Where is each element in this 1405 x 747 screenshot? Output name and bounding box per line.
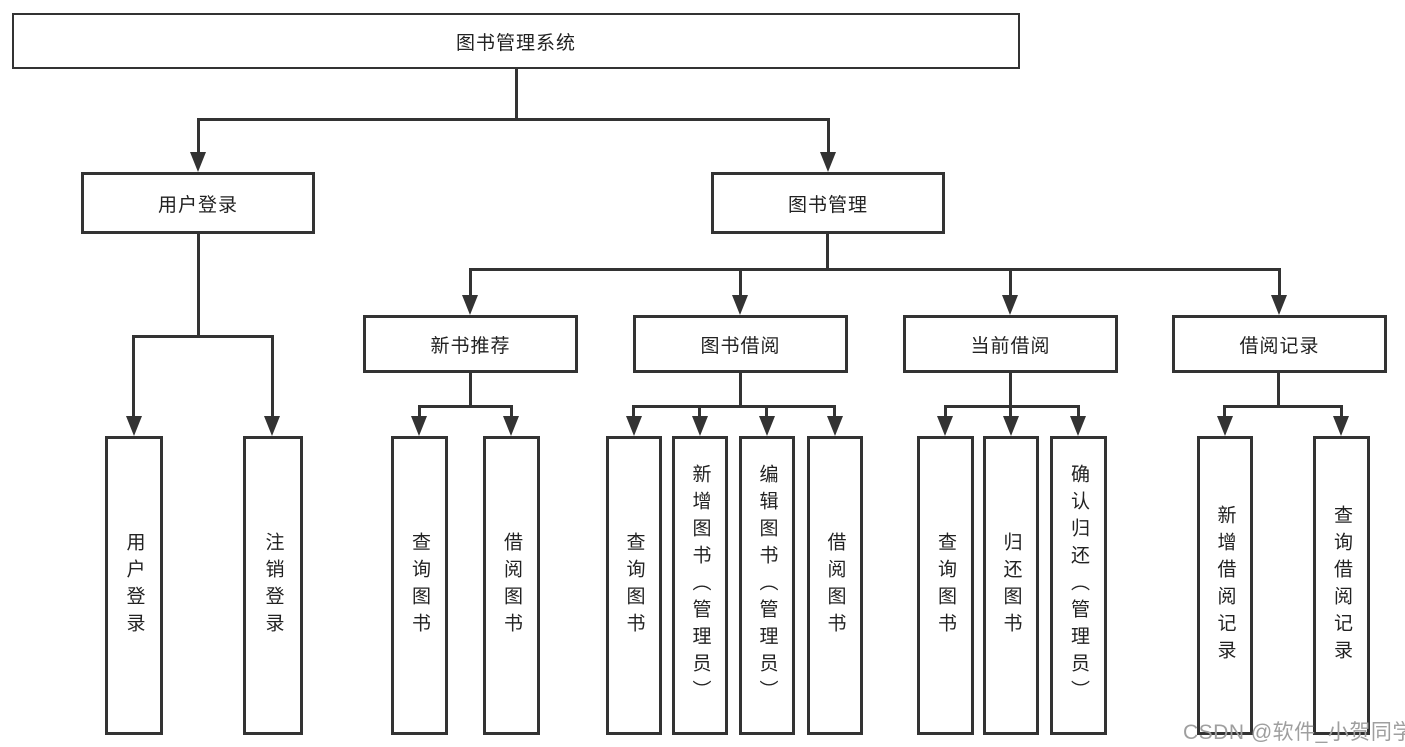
leaf-bb-edit-books-label: 编辑图书（管理员）: [756, 464, 778, 707]
node-new-book-recommend-label: 新书推荐: [430, 335, 511, 357]
conn-mgmt-vline: [826, 234, 829, 268]
leaf-logout-label: 注销登录: [262, 531, 284, 640]
leaf-logout: 注销登录: [243, 436, 303, 735]
arrow-bb-add: [692, 416, 708, 436]
leaf-br-add-record-label: 新增借阅记录: [1214, 504, 1236, 667]
conn-root-stub-right: [827, 118, 830, 152]
leaf-bb-edit-books: 编辑图书（管理员）: [739, 436, 795, 735]
conn-mgmt-hline: [469, 268, 1281, 271]
node-new-book-recommend: 新书推荐: [363, 315, 578, 373]
arrow-bb-borrow: [827, 416, 843, 436]
leaf-nbr-query-books: 查询图书: [391, 436, 448, 735]
conn-mgmt-stub1: [469, 268, 472, 295]
leaf-br-query-record: 查询借阅记录: [1313, 436, 1370, 735]
arrow-cb-query: [937, 416, 953, 436]
leaf-nbr-borrow-books: 借阅图书: [483, 436, 540, 735]
node-borrow-records-label: 借阅记录: [1239, 335, 1320, 357]
conn-mgmt-stub4: [1278, 268, 1281, 295]
conn-login-hline: [132, 335, 274, 338]
arrow-nbr-borrow: [503, 416, 519, 436]
arrow-cb-confirm: [1070, 416, 1086, 436]
arrow-book-borrow: [732, 295, 748, 315]
node-root-label: 图书管理系统: [455, 32, 576, 54]
node-book-management: 图书管理: [711, 172, 945, 234]
leaf-nbr-query-books-label: 查询图书: [409, 531, 430, 640]
conn-bb-stub1: [632, 405, 635, 416]
arrow-new-book-recommend: [462, 295, 478, 315]
node-user-login: 用户登录: [81, 172, 315, 234]
leaf-bb-borrow-books-label: 借阅图书: [824, 531, 846, 640]
conn-cb-stub1: [944, 405, 947, 416]
node-book-borrow-label: 图书借阅: [700, 335, 781, 357]
conn-login-stub1: [132, 335, 135, 416]
conn-cb-stub3: [1077, 405, 1080, 416]
leaf-login: 用户登录: [105, 436, 163, 735]
conn-login-vline: [197, 234, 200, 335]
leaf-cb-query-books-label: 查询图书: [935, 531, 956, 640]
csdn-watermark: CSDN @软件_小贺同学: [1183, 721, 1405, 744]
conn-mgmt-stub2: [739, 268, 742, 295]
arrow-logout: [264, 416, 280, 436]
conn-root-vline: [515, 69, 518, 118]
conn-bb-vline: [739, 373, 742, 405]
arrow-bb-edit: [759, 416, 775, 436]
arrow-current-borrow: [1002, 295, 1018, 315]
conn-br-stub2: [1340, 405, 1343, 416]
node-current-borrow: 当前借阅: [903, 315, 1118, 373]
conn-nbr-vline: [469, 373, 472, 405]
arrow-br-query: [1333, 416, 1349, 436]
leaf-login-label: 用户登录: [123, 531, 145, 640]
arrow-book-management: [820, 152, 836, 172]
conn-cb-hline: [944, 405, 1080, 408]
arrow-borrow-records: [1271, 295, 1287, 315]
conn-nbr-stub2: [510, 405, 513, 416]
leaf-cb-query-books: 查询图书: [917, 436, 974, 735]
conn-bb-stub2: [698, 405, 701, 416]
leaf-cb-confirm-return: 确认归还（管理员）: [1050, 436, 1107, 735]
leaf-bb-borrow-books: 借阅图书: [807, 436, 863, 735]
leaf-bb-query-books-label: 查询图书: [623, 531, 645, 640]
conn-cb-vline: [1009, 373, 1012, 405]
node-book-borrow: 图书借阅: [633, 315, 848, 373]
conn-nbr-stub1: [418, 405, 421, 416]
arrow-cb-return: [1003, 416, 1019, 436]
conn-br-stub1: [1223, 405, 1226, 416]
conn-br-vline: [1277, 373, 1280, 405]
arrow-login: [126, 416, 142, 436]
conn-bb-hline: [632, 405, 836, 408]
arrow-user-login: [190, 152, 206, 172]
node-current-borrow-label: 当前借阅: [970, 335, 1051, 357]
conn-bb-stub4: [833, 405, 836, 416]
conn-nbr-hline: [418, 405, 513, 408]
conn-root-stub-left: [197, 118, 200, 152]
arrow-nbr-query: [411, 416, 427, 436]
arrow-bb-query: [626, 416, 642, 436]
conn-login-stub2: [271, 335, 274, 416]
leaf-br-add-record: 新增借阅记录: [1197, 436, 1253, 735]
conn-bb-stub3: [765, 405, 768, 416]
leaf-br-query-record-label: 查询借阅记录: [1331, 504, 1352, 667]
leaf-cb-return-books: 归还图书: [983, 436, 1039, 735]
conn-cb-stub2: [1009, 405, 1012, 416]
conn-br-hline: [1223, 405, 1343, 408]
node-borrow-records: 借阅记录: [1172, 315, 1387, 373]
node-book-management-label: 图书管理: [787, 194, 868, 216]
leaf-bb-add-books-label: 新增图书（管理员）: [689, 464, 711, 707]
arrow-br-add: [1217, 416, 1233, 436]
leaf-cb-return-books-label: 归还图书: [1000, 531, 1022, 640]
leaf-nbr-borrow-books-label: 借阅图书: [501, 531, 522, 640]
leaf-bb-query-books: 查询图书: [606, 436, 662, 735]
conn-root-hline: [197, 118, 830, 121]
leaf-bb-add-books: 新增图书（管理员）: [672, 436, 728, 735]
conn-mgmt-stub3: [1009, 268, 1012, 295]
node-root: 图书管理系统: [12, 13, 1020, 69]
node-user-login-label: 用户登录: [157, 194, 238, 216]
leaf-cb-confirm-return-label: 确认归还（管理员）: [1068, 464, 1089, 707]
